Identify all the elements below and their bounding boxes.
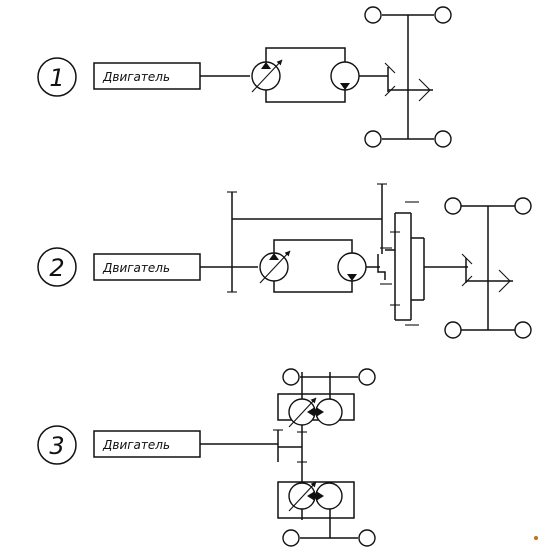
wheel — [434, 6, 452, 24]
scheme-number: 2 — [49, 254, 64, 282]
wheel — [358, 529, 376, 547]
planetary-gearbox — [377, 201, 468, 326]
scheme-number: 1 — [49, 64, 64, 92]
motor-icon — [337, 252, 367, 282]
wheel — [514, 197, 532, 215]
wheel — [282, 529, 300, 547]
scheme-2: 2 Двигатель — [37, 183, 532, 339]
pump-icon — [288, 481, 317, 512]
lower-axle — [282, 529, 376, 547]
engine-box: Двигатель — [93, 430, 201, 458]
motor-icon — [315, 482, 343, 510]
scheme-number-circle: 3 — [37, 425, 77, 465]
wheel — [444, 197, 462, 215]
pressure-line — [273, 239, 353, 253]
engine-label: Двигатель — [102, 261, 170, 275]
upper-pump-motor — [277, 393, 355, 428]
axle-gear — [384, 62, 433, 102]
return-line — [265, 90, 346, 103]
wheel — [514, 321, 532, 339]
engine-box: Двигатель — [93, 62, 201, 90]
axle-gear — [461, 253, 513, 293]
wheel — [282, 368, 300, 386]
wheel — [358, 368, 376, 386]
pump-icon — [251, 59, 283, 93]
return-line — [273, 281, 353, 293]
pump-icon — [288, 397, 317, 428]
mechanical-branch — [227, 183, 387, 293]
scheme-1: 1 Двигатель — [37, 6, 452, 148]
scheme-3: 3 Двигатель — [37, 368, 376, 547]
engine-label: Двигатель — [102, 438, 170, 452]
lower-pump-motor — [277, 481, 355, 519]
upper-axle — [282, 368, 376, 386]
scheme-number-circle: 1 — [37, 57, 77, 97]
wheel-frame — [444, 197, 532, 339]
corner-dot — [534, 536, 538, 540]
motor-icon — [315, 398, 343, 426]
scheme-number: 3 — [49, 432, 64, 460]
wheel-frame — [364, 6, 452, 148]
wheel — [364, 6, 382, 24]
engine-box: Двигатель — [93, 253, 201, 281]
wheel — [364, 130, 382, 148]
motor-icon — [330, 61, 360, 91]
pump-icon — [259, 250, 291, 284]
wheel — [434, 130, 452, 148]
engine-label: Двигатель — [102, 70, 170, 84]
scheme-number-circle: 2 — [37, 247, 77, 287]
pressure-line — [265, 47, 346, 62]
wheel — [444, 321, 462, 339]
